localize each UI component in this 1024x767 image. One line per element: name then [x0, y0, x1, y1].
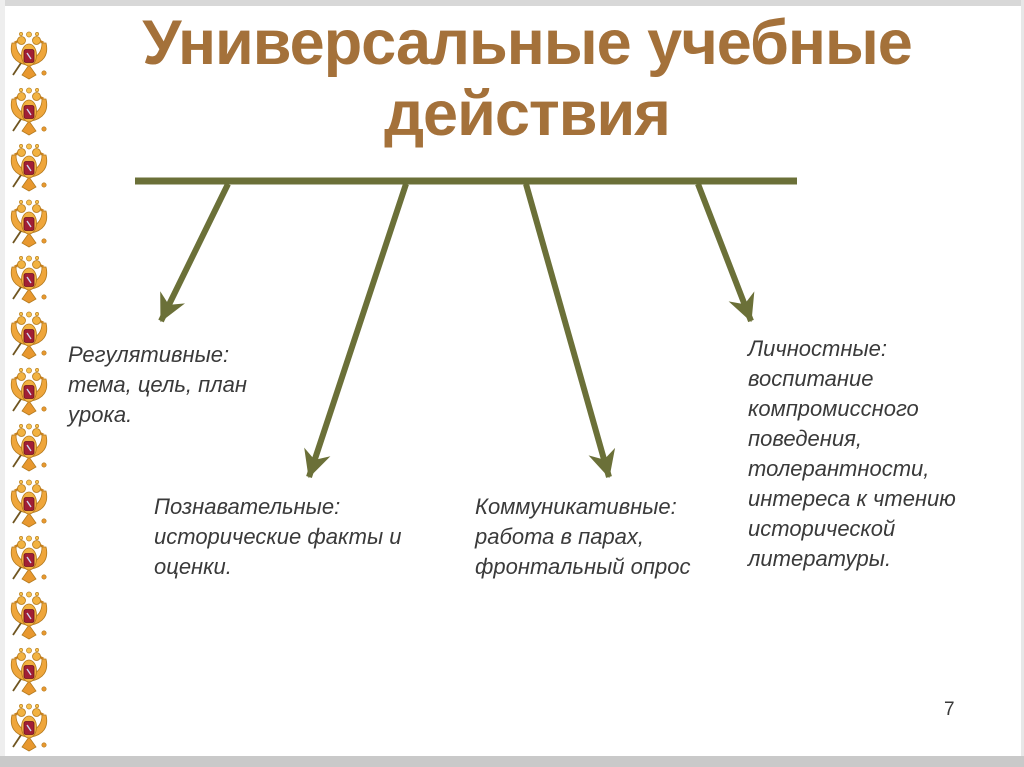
- arrow-cognitive: [304, 183, 409, 479]
- russian-coat-of-arms-icon: [7, 534, 53, 586]
- page-number: 7: [944, 699, 955, 720]
- coat-of-arms-strip: [7, 30, 53, 755]
- label-cognitive: Познавательные: исторические факты и оце…: [154, 494, 402, 579]
- label-communicative: Коммуникативные: работа в парах, фронтал…: [475, 494, 691, 579]
- russian-coat-of-arms-icon: [7, 478, 53, 530]
- russian-coat-of-arms-icon: [7, 310, 53, 362]
- arrow-personal: [695, 182, 755, 323]
- russian-coat-of-arms-icon: [7, 702, 53, 754]
- russian-coat-of-arms-icon: [7, 366, 53, 418]
- arrow-communicative: [523, 183, 616, 479]
- arrow-regulative: [158, 182, 231, 323]
- russian-coat-of-arms-icon: [7, 198, 53, 250]
- russian-coat-of-arms-icon: [7, 590, 53, 642]
- slide-title: Универсальные учебные действия: [142, 8, 913, 149]
- russian-coat-of-arms-icon: [7, 254, 53, 306]
- slide-border-left: [0, 0, 5, 767]
- label-personal: Личностные: воспитание компромиссного по…: [748, 336, 956, 571]
- slide-border-bottom: [0, 756, 1024, 767]
- russian-coat-of-arms-icon: [7, 422, 53, 474]
- russian-coat-of-arms-icon: [7, 30, 53, 82]
- slide-border-top: [0, 0, 1024, 6]
- russian-coat-of-arms-icon: [7, 86, 53, 138]
- label-regulative: Регулятивные: тема, цель, план урока.: [68, 342, 247, 427]
- slide-border-right: [1021, 0, 1024, 767]
- russian-coat-of-arms-icon: [7, 142, 53, 194]
- russian-coat-of-arms-icon: [7, 646, 53, 698]
